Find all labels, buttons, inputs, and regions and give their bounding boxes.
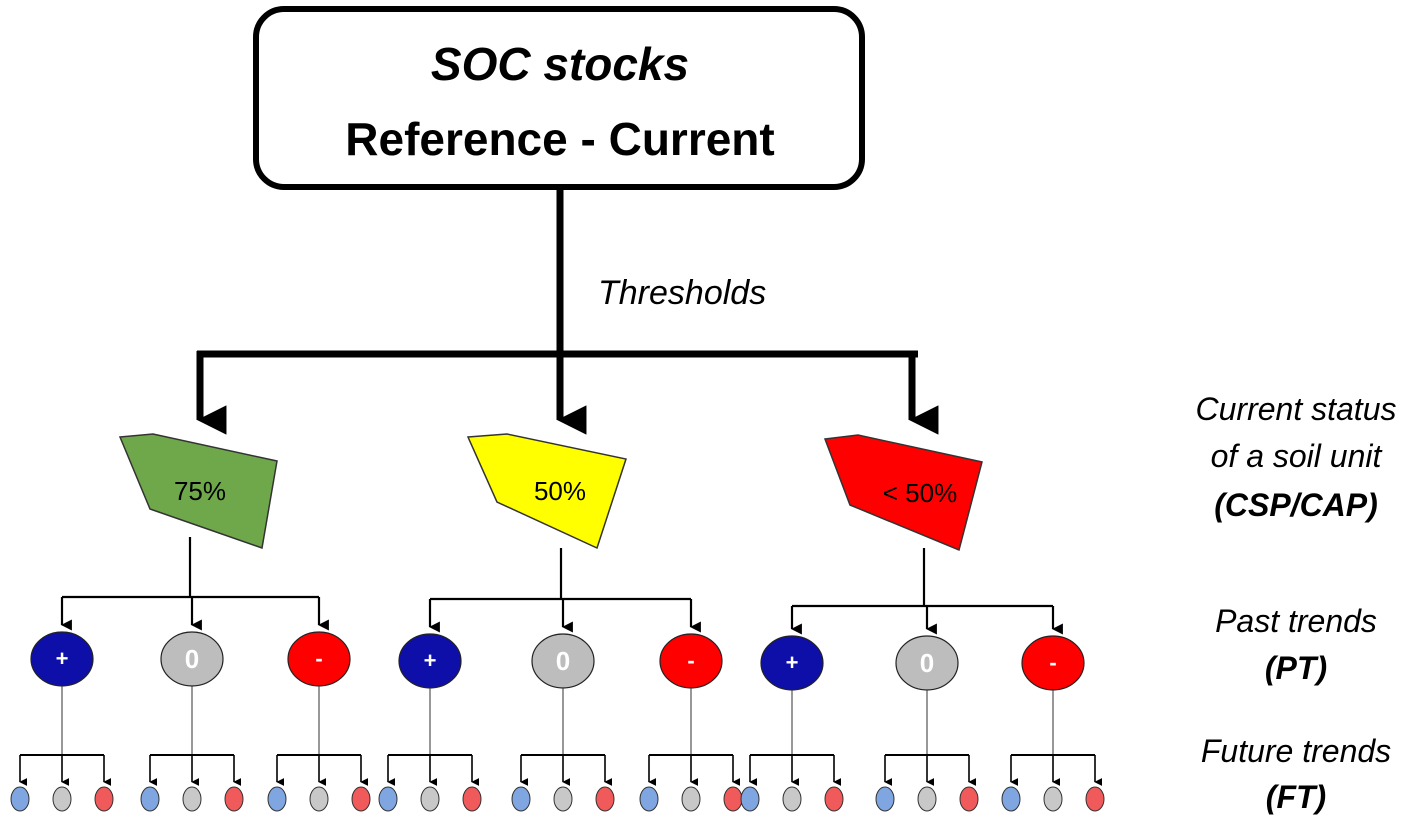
past-trend-symbol-1-zero: 0 <box>185 644 199 674</box>
status-shapes: 75% 50% < 50% <box>118 433 983 552</box>
status-shape-1 <box>118 433 278 549</box>
past-trend-symbol-1-minus: - <box>315 646 322 671</box>
future-trend-dot-1-minus-2 <box>309 786 329 812</box>
future-trend-dot-3-plus-1 <box>740 786 760 812</box>
thresholds-label: Thresholds <box>598 274 766 312</box>
future-trend-dot-1-zero-3 <box>224 786 244 812</box>
status-shape-3 <box>823 434 983 552</box>
title-line-1: SOC stocks <box>431 38 689 90</box>
past-trend-symbol-2-minus: - <box>687 648 694 673</box>
csp-label-line-2: of a soil unit <box>1211 438 1383 474</box>
pt-label-line-1: Past trends <box>1215 603 1377 639</box>
future-trend-dot-3-minus-1 <box>1001 786 1021 812</box>
ft-label-line-1: Future trends <box>1201 733 1391 769</box>
title-line-2: Reference - Current <box>345 113 774 165</box>
csp-label-line-3: (CSP/CAP) <box>1214 487 1378 523</box>
future-trend-dot-2-plus-1 <box>378 786 398 812</box>
status-label-1: 75% <box>174 476 226 506</box>
future-trend-dot-1-zero-1 <box>140 786 160 812</box>
future-trend-dot-3-plus-2 <box>782 786 802 812</box>
status-label-3: < 50% <box>883 478 957 508</box>
future-trend-dot-2-minus-2 <box>681 786 701 812</box>
future-trend-dot-3-zero-3 <box>959 786 979 812</box>
past-trend-symbol-1-plus: + <box>56 646 69 671</box>
future-trend-dot-3-minus-2 <box>1043 786 1063 812</box>
future-trend-dot-1-plus-1 <box>10 786 30 812</box>
trend-tree: +0 - +0 - +0 - <box>10 537 1105 812</box>
ft-label-line-2: (FT) <box>1266 779 1326 815</box>
future-trend-dot-2-minus-1 <box>639 786 659 812</box>
past-trend-symbol-2-zero: 0 <box>556 646 570 676</box>
future-trend-dot-2-zero-1 <box>511 786 531 812</box>
future-trend-dot-3-minus-3 <box>1085 786 1105 812</box>
past-trend-symbol-3-plus: + <box>786 650 799 675</box>
future-trend-dot-1-minus-3 <box>351 786 371 812</box>
future-trend-dot-1-plus-3 <box>94 786 114 812</box>
future-trend-dot-2-plus-3 <box>462 786 482 812</box>
future-trend-dot-2-plus-2 <box>420 786 440 812</box>
csp-label-line-1: Current status <box>1196 391 1397 427</box>
past-trend-symbol-2-plus: + <box>424 648 437 673</box>
future-trend-dot-3-plus-3 <box>824 786 844 812</box>
future-trend-dot-3-zero-2 <box>917 786 937 812</box>
future-trend-dot-3-zero-1 <box>875 786 895 812</box>
status-shape-2 <box>466 433 627 550</box>
past-trend-symbol-3-minus: - <box>1049 650 1056 675</box>
future-trend-dot-1-minus-1 <box>267 786 287 812</box>
future-trend-dot-2-zero-3 <box>595 786 615 812</box>
past-trend-symbol-3-zero: 0 <box>920 648 934 678</box>
future-trend-dot-1-zero-2 <box>182 786 202 812</box>
status-label-2: 50% <box>534 476 586 506</box>
future-trend-dot-2-minus-3 <box>723 786 743 812</box>
future-trend-dot-2-zero-2 <box>553 786 573 812</box>
future-trend-dot-1-plus-2 <box>52 786 72 812</box>
pt-label-line-2: (PT) <box>1265 650 1327 686</box>
